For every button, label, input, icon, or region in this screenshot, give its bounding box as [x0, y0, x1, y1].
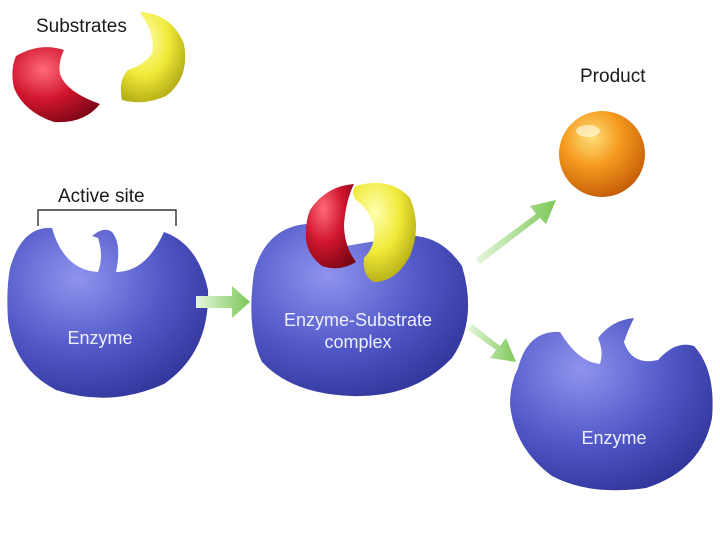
active-site-bracket [37, 209, 177, 226]
enzyme-left-label: Enzyme [67, 328, 132, 348]
enzyme-left [7, 227, 209, 398]
arrow-to-product [476, 200, 556, 264]
complex-label-line2: complex [324, 332, 391, 352]
enzyme-substrate-complex [251, 182, 469, 397]
arrow-to-complex [196, 286, 250, 318]
enzyme-right [510, 318, 713, 491]
enzyme-right-label: Enzyme [581, 428, 646, 448]
product-sphere [559, 111, 645, 197]
active-site-label: Active site [58, 186, 145, 207]
substrate-yellow-piece [120, 12, 186, 103]
arrow-to-enzyme [468, 324, 516, 362]
substrates-label: Substrates [36, 16, 127, 37]
substrate-red-piece [12, 47, 100, 123]
complex-label-line1: Enzyme-Substrate [284, 310, 432, 330]
product-label: Product [580, 66, 646, 87]
